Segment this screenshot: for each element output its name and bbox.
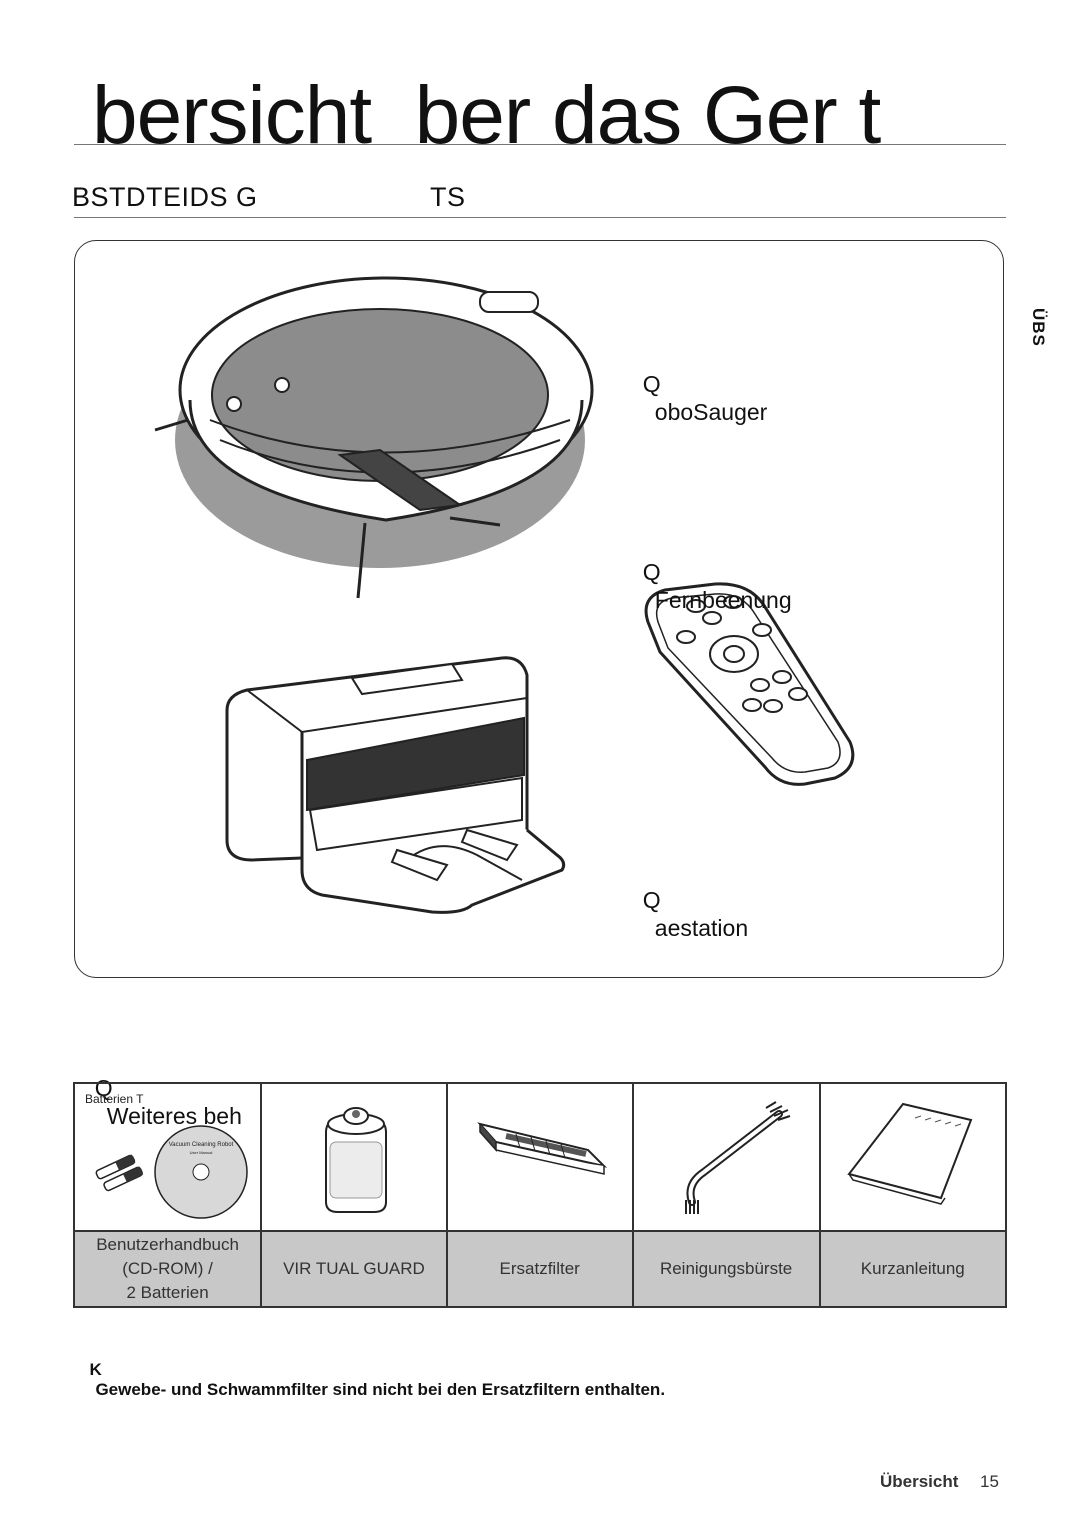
footer-label: Übersicht — [880, 1472, 959, 1491]
caption-line: 2 Batterien — [126, 1283, 209, 1302]
accessory-caption-virtual-guard: VIR TUAL GUARD — [260, 1230, 448, 1308]
side-tab: ÜBS — [1029, 308, 1048, 347]
bullet: Q — [642, 887, 661, 913]
cd-label: Vacuum Cleaning Robot — [169, 1142, 234, 1148]
component-label-robot: Q oboSauger — [630, 342, 768, 426]
components-box — [74, 240, 1004, 978]
page-number: 15 — [980, 1472, 999, 1491]
component-label-station: Q aestation — [630, 858, 748, 942]
accessory-image-cell: Batterien T Vacuum Cleaning Robot User M… — [72, 1082, 263, 1232]
robot-vacuum-illustration — [154, 276, 594, 599]
brush-icon — [684, 1101, 790, 1214]
accessory-image-cell — [818, 1082, 1008, 1232]
robot-vacuum-label: oboSauger — [654, 399, 768, 425]
accessory-caption-filter: Ersatzfilter — [445, 1230, 634, 1308]
charging-station-label: aestation — [654, 915, 749, 941]
caption-line: Benutzerhandbuch — [96, 1235, 239, 1254]
note-marker: K — [89, 1360, 102, 1379]
component-label-remote: Q Fernbeenung — [630, 530, 792, 614]
caption-line: Kurzanleitung — [860, 1259, 965, 1278]
title-divider — [74, 144, 1006, 145]
virtual-guard-icon — [325, 1107, 388, 1213]
quick-guide-icon — [846, 1102, 972, 1205]
bullet: Q — [642, 559, 661, 585]
batteries-tag: Batterien T — [85, 1092, 144, 1106]
accessory-caption-brush: Reinigungsbürste — [631, 1230, 821, 1308]
caption-line: Ersatzfilter — [499, 1259, 580, 1278]
cd-sublabel: User Manual — [190, 1150, 213, 1155]
charging-station-illustration — [225, 656, 566, 914]
caption-line: Reinigungsbürste — [659, 1259, 793, 1278]
accessory-caption-cd: Benutzerhandbuch (CD-ROM) / 2 Batterien — [72, 1230, 263, 1308]
accessory-image-cell — [631, 1082, 821, 1232]
caption-line: (CD-ROM) / — [122, 1259, 213, 1278]
remote-control-illustration — [644, 582, 855, 786]
filter-icon — [476, 1122, 607, 1175]
accessory-image-cell — [260, 1082, 448, 1232]
accessory-caption-quick-guide: Kurzanleitung — [818, 1230, 1008, 1308]
accessory-image-cell — [445, 1082, 634, 1232]
section-divider — [74, 217, 1006, 218]
bullet: Q — [642, 371, 661, 397]
page-title: bersicht ber das Ger t — [92, 70, 881, 161]
caption-line: VIR TUAL GUARD — [283, 1259, 425, 1278]
cd-and-batteries-icon: Vacuum Cleaning Robot User Manual — [95, 1125, 248, 1219]
section-heading-suffix: TS — [430, 182, 466, 212]
remote-control-label: Fernbeenung — [654, 587, 792, 613]
note-text: Gewebe- und Schwammfilter sind nicht bei… — [95, 1380, 666, 1399]
note: K Gewebe- und Schwammfilter sind nicht b… — [80, 1340, 665, 1400]
accessories-table: Batterien T Vacuum Cleaning Robot User M… — [72, 1082, 1008, 1308]
section-heading: BSTDTEIDS G — [72, 182, 258, 212]
